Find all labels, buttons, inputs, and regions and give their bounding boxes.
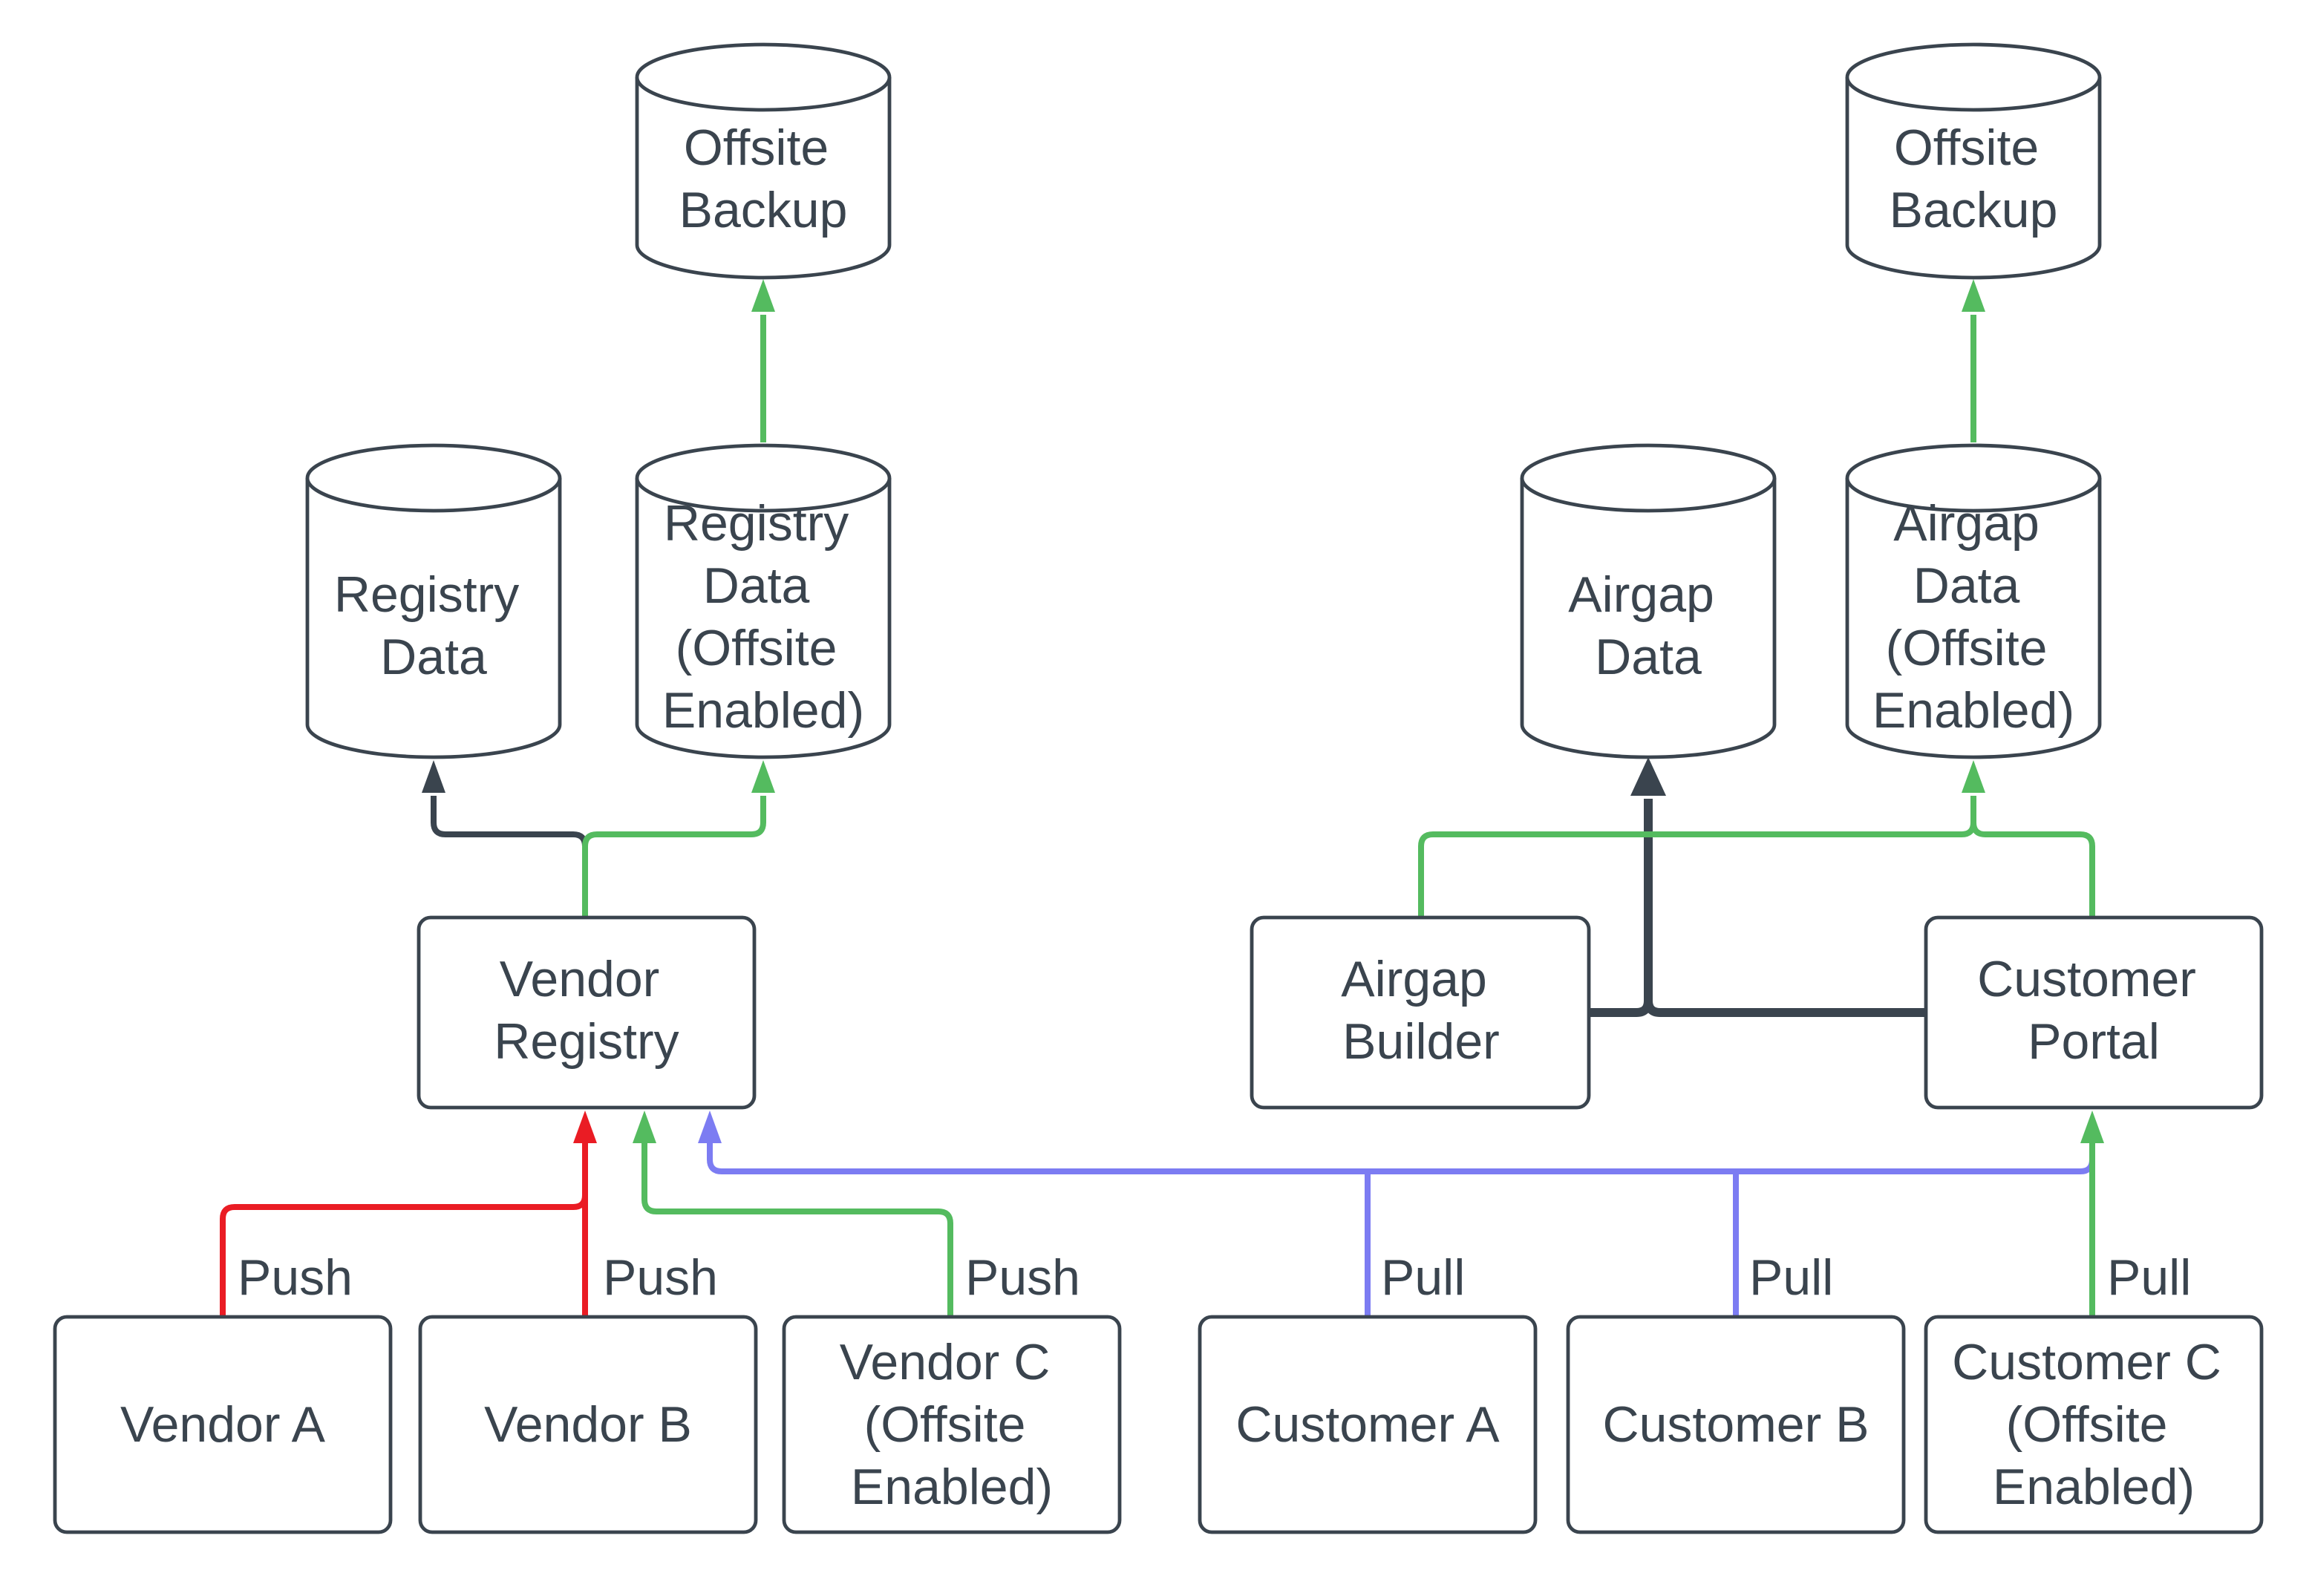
database-cylinder-body — [635, 77, 892, 280]
database-cylinder-top — [1845, 443, 2102, 513]
edge-label-push-vendor-b: Push — [603, 1249, 718, 1306]
edge-label-pull-customer-b: Pull — [1749, 1249, 1833, 1306]
node-registry-data: Registry Data — [305, 443, 562, 759]
node-label: Registry Data — [334, 566, 533, 685]
node-vendor-a: Vendor A — [53, 1315, 393, 1534]
edge-label-pull-customer-a: Pull — [1381, 1249, 1465, 1306]
database-cylinder-body — [1845, 478, 2102, 759]
registry-offsite-write-line — [582, 796, 766, 918]
edge-label-push-vendor-a: Push — [238, 1249, 353, 1306]
node-airgap-data-offsite: Airgap Data (Offsite Enabled) — [1845, 443, 2102, 759]
airgap-data-arrowhead-icon — [1630, 757, 1666, 796]
pull-rail-line — [707, 1140, 2095, 1174]
node-label: Airgap Data (Offsite Enabled) — [1872, 495, 2074, 739]
node-label: Vendor A — [120, 1396, 326, 1453]
offsite-backup-left-arrowhead-icon — [751, 279, 775, 312]
registry-offsite-arrowhead-icon — [751, 760, 775, 793]
process-box — [418, 1315, 758, 1534]
edge-registry-offsite-write — [582, 760, 775, 918]
node-label: Customer Portal — [1977, 951, 2210, 1070]
node-offsite-backup-left: Offsite Backup — [635, 42, 892, 280]
process-box — [1198, 1315, 1538, 1534]
push-arrowhead-icon — [573, 1111, 597, 1143]
database-cylinder-body — [1520, 478, 1777, 759]
node-label: Customer C (Offsite Enabled) — [1952, 1334, 2236, 1515]
node-customer-c: Customer C (Offsite Enabled) — [1924, 1315, 2264, 1534]
builder-to-airgap-line — [1589, 799, 1653, 1017]
registry-write-line — [431, 796, 588, 918]
offsite-backup-right-arrowhead-icon — [1962, 279, 1985, 312]
node-label: Vendor C (Offsite Enabled) — [840, 1334, 1064, 1515]
airgap-offsite-arrowhead-icon — [1962, 760, 1985, 793]
process-box — [417, 915, 757, 1110]
edge-offsite-backup-left — [751, 279, 775, 442]
pull-arrowhead-icon — [698, 1111, 722, 1143]
node-vendor-b: Vendor B — [418, 1315, 758, 1534]
database-cylinder-top — [305, 443, 562, 513]
process-box — [1566, 1315, 1906, 1534]
database-cylinder-top — [635, 443, 892, 513]
node-label: Customer A — [1235, 1396, 1500, 1453]
registry-write-arrowhead-icon — [422, 760, 445, 793]
node-label: Registry Data (Offsite Enabled) — [662, 495, 864, 739]
edge-push-vendor-ab — [220, 1111, 597, 1317]
vendor-c-push-line — [641, 1143, 953, 1317]
node-customer-portal: Customer Portal — [1924, 915, 2264, 1110]
database-cylinder-body — [1845, 77, 2102, 280]
edge-airgap-data-write — [1589, 757, 1926, 1017]
portal-to-airgap-line — [1644, 799, 1926, 1017]
builder-to-airgap-offsite-line — [1418, 796, 1976, 918]
database-cylinder-top — [1845, 42, 2102, 112]
edge-label-pull-customer-c: Pull — [2107, 1249, 2191, 1306]
push-offsite-arrowhead-icon — [633, 1111, 656, 1143]
process-box — [1924, 915, 2264, 1110]
node-registry-data-offsite: Registry Data (Offsite Enabled) — [635, 443, 892, 759]
edge-registry-write — [422, 760, 588, 918]
edge-label-push-vendor-c: Push — [965, 1249, 1080, 1306]
database-cylinder-top — [635, 42, 892, 112]
process-box — [1924, 1315, 2264, 1534]
database-cylinder-top — [1520, 443, 1777, 513]
node-customer-a: Customer A — [1198, 1315, 1538, 1534]
edge-push-vendor-c — [633, 1111, 953, 1317]
node-vendor-c: Vendor C (Offsite Enabled) — [782, 1315, 1122, 1534]
node-label: Offsite Backup — [1890, 120, 2058, 238]
node-airgap-data: Airgap Data — [1520, 443, 1777, 759]
customer-c-pull-arrowhead-icon — [2080, 1111, 2104, 1143]
edge-airgap-offsite-write — [1418, 760, 2095, 918]
node-airgap-builder: Airgap Builder — [1250, 915, 1591, 1110]
node-label: Vendor B — [484, 1396, 692, 1453]
process-box — [1250, 915, 1591, 1110]
node-customer-b: Customer B — [1566, 1315, 1906, 1534]
node-vendor-registry: Vendor Registry — [417, 915, 757, 1110]
process-box — [53, 1315, 393, 1534]
node-label: Customer B — [1603, 1396, 1869, 1453]
node-label: Airgap Data — [1568, 566, 1728, 685]
process-box — [782, 1315, 1122, 1534]
database-cylinder-body — [305, 478, 562, 759]
database-cylinder-body — [635, 478, 892, 759]
edge-offsite-backup-right — [1962, 279, 1985, 442]
node-offsite-backup-right: Offsite Backup — [1845, 42, 2102, 280]
edge-pull-customer-c — [2080, 1111, 2104, 1317]
node-label: Airgap Builder — [1341, 951, 1500, 1070]
node-label: Vendor Registry — [494, 951, 679, 1070]
node-label: Offsite Backup — [679, 120, 848, 238]
portal-to-airgap-offsite-line — [1970, 796, 2095, 918]
